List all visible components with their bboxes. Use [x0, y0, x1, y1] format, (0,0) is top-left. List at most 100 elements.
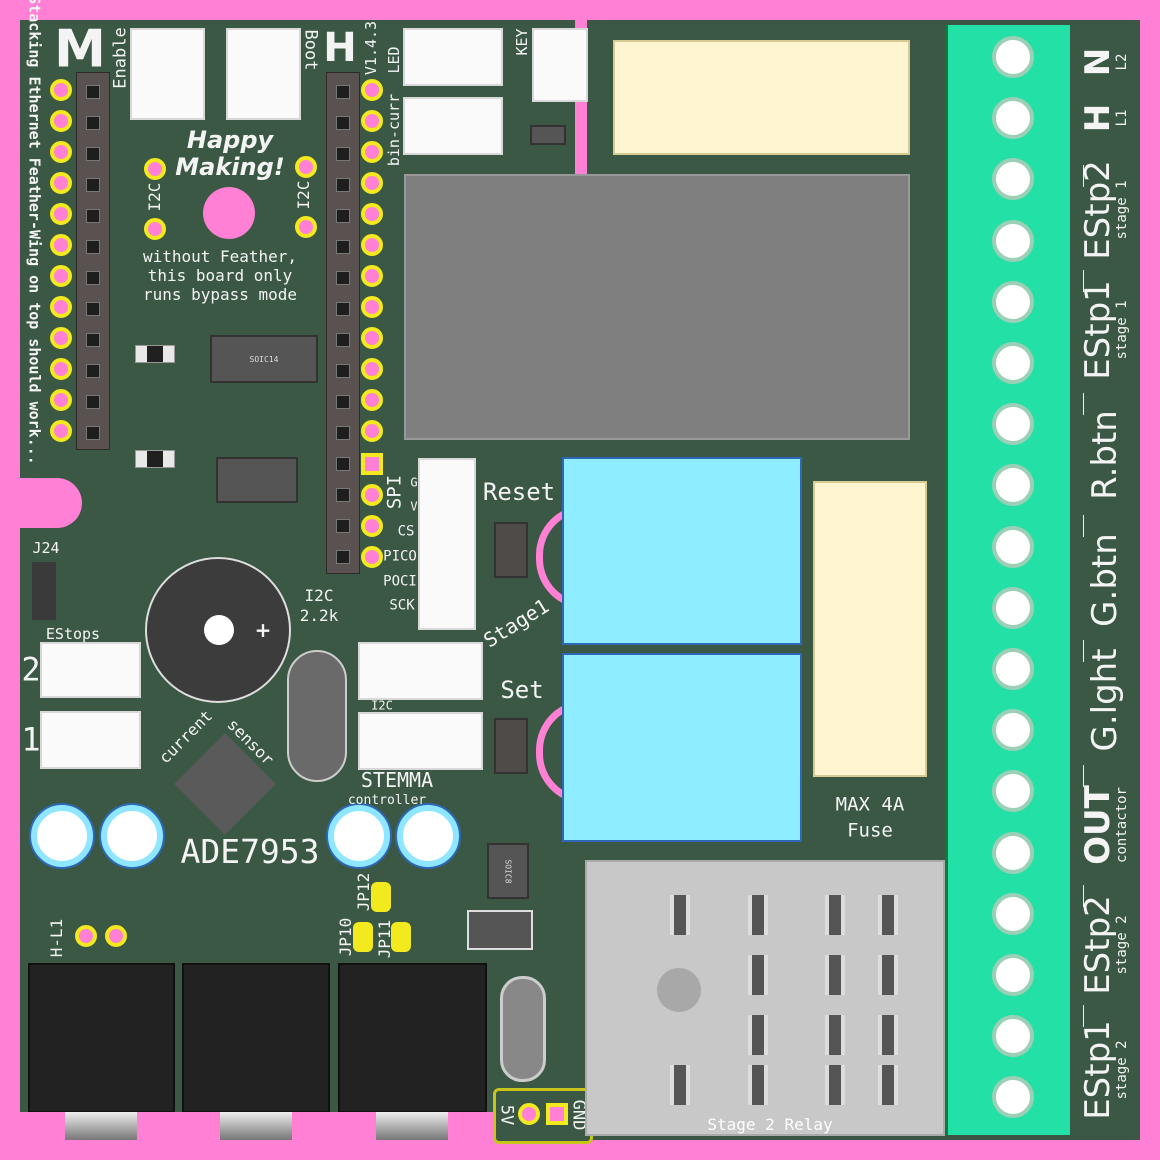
- feather-header-right: [326, 72, 360, 574]
- spi-connector[interactable]: [418, 458, 476, 630]
- jp12-solder-jumper[interactable]: [371, 882, 391, 912]
- terminal-screw[interactable]: [992, 280, 1034, 323]
- gnd-pad: [546, 1103, 568, 1125]
- power-module: [404, 174, 910, 440]
- jack-barrel: [220, 1112, 292, 1140]
- header-pin: [336, 333, 350, 347]
- relay-pin: [825, 1015, 845, 1055]
- terminal-screw[interactable]: [992, 464, 1034, 507]
- header-pin: [336, 271, 350, 285]
- terminal-screw[interactable]: [992, 892, 1034, 935]
- power-header: [493, 1088, 593, 1144]
- spi-pad: [361, 484, 383, 506]
- relay-pin: [670, 1065, 690, 1105]
- relay-socket-hole: [657, 968, 701, 1012]
- screw-terminal-block: [945, 25, 1070, 1135]
- relay-pin: [878, 955, 898, 995]
- spi-pad: [361, 546, 383, 568]
- relay-pin: [878, 1015, 898, 1055]
- audio-jack[interactable]: [182, 963, 330, 1113]
- estop1-connector[interactable]: [40, 711, 141, 769]
- jp10-solder-jumper[interactable]: [353, 922, 373, 952]
- led-connector[interactable]: [403, 28, 503, 86]
- feather-pad: [361, 389, 383, 411]
- header-pin: [336, 426, 350, 440]
- terminal-screw[interactable]: [992, 97, 1034, 140]
- enable-button[interactable]: [130, 28, 205, 120]
- terminal-screw[interactable]: [992, 342, 1034, 384]
- terminal-screw[interactable]: [992, 36, 1034, 78]
- spi-pin-cs: CS: [397, 523, 415, 540]
- terminal-divider: [1083, 640, 1084, 662]
- feather-pad: [361, 358, 383, 380]
- terminal-screw[interactable]: [992, 954, 1034, 996]
- i2c-small-label: I2C: [371, 698, 393, 713]
- terminal-screw[interactable]: [992, 648, 1034, 690]
- terminal-screw[interactable]: [992, 525, 1034, 568]
- terminal-label-main: EStp1: [1078, 1020, 1118, 1120]
- header-pin: [336, 488, 350, 502]
- usb-c-port[interactable]: [500, 976, 546, 1082]
- logo: M: [54, 19, 106, 80]
- feather-pad: [361, 79, 383, 101]
- spi-pin-sck: SCK: [389, 597, 415, 614]
- estop2-connector[interactable]: [40, 642, 141, 698]
- feather-pad: [50, 110, 72, 132]
- feather-pad: [361, 420, 383, 442]
- terminal-screw[interactable]: [992, 709, 1034, 752]
- header-pin: [86, 147, 100, 161]
- terminal-screw[interactable]: [992, 1015, 1034, 1058]
- i2c-left-label: I2C: [145, 182, 165, 212]
- terminal-screw[interactable]: [992, 1076, 1034, 1119]
- terminal-label: G.btn: [1085, 533, 1125, 627]
- terminal-screw[interactable]: [992, 158, 1034, 201]
- terminal-screw[interactable]: [992, 770, 1034, 813]
- relay-pin: [748, 955, 768, 995]
- i2c-connector[interactable]: [358, 642, 483, 700]
- terminal-screw[interactable]: [992, 831, 1034, 874]
- key-connector[interactable]: [532, 28, 588, 102]
- terminal-divider: [1083, 515, 1084, 537]
- terminal-label-main: G.btn: [1085, 533, 1125, 627]
- i2c-pad: [144, 218, 166, 240]
- audio-jack[interactable]: [338, 963, 487, 1113]
- stage1-relay-reset: [562, 457, 802, 645]
- h-logo: H: [323, 25, 357, 71]
- electrolytic-capacitor: [397, 805, 459, 867]
- j24-jumper[interactable]: [32, 562, 56, 620]
- bin-curr-connector[interactable]: [403, 97, 503, 155]
- stemma-connector[interactable]: [358, 712, 483, 770]
- estop2-label: 2: [21, 650, 41, 689]
- i2c-pad: [144, 158, 166, 180]
- terminal-divider: [1083, 393, 1084, 415]
- audio-jack[interactable]: [28, 963, 175, 1113]
- header-pin: [336, 85, 350, 99]
- terminal-screw[interactable]: [992, 219, 1034, 262]
- electrolytic-capacitor: [101, 805, 163, 867]
- pullup-value-label: 2.2k: [299, 606, 339, 626]
- i2c-right-label: I2C: [294, 180, 314, 210]
- feather-header-left: [76, 72, 110, 450]
- soic8-label: SOIC8: [503, 858, 513, 884]
- fuse-top-component: [613, 40, 910, 155]
- jp11-solder-jumper[interactable]: [391, 922, 411, 952]
- hl1-pad: [75, 925, 97, 947]
- boot-button[interactable]: [226, 28, 301, 120]
- boot-label: Boot: [300, 29, 321, 71]
- terminal-label-main: EStp2: [1078, 160, 1118, 260]
- estop1-label: 1: [21, 720, 41, 759]
- i2c-pad: [295, 156, 317, 178]
- smd-part: [135, 450, 175, 468]
- terminal-screw[interactable]: [992, 403, 1034, 446]
- spi-pad: [361, 453, 383, 475]
- header-pin: [336, 147, 350, 161]
- terminal-screw[interactable]: [992, 586, 1034, 629]
- header-pin: [86, 364, 100, 378]
- electrolytic-capacitor: [31, 805, 93, 867]
- header-pin: [86, 116, 100, 130]
- version-label: V1.4.3: [361, 20, 380, 76]
